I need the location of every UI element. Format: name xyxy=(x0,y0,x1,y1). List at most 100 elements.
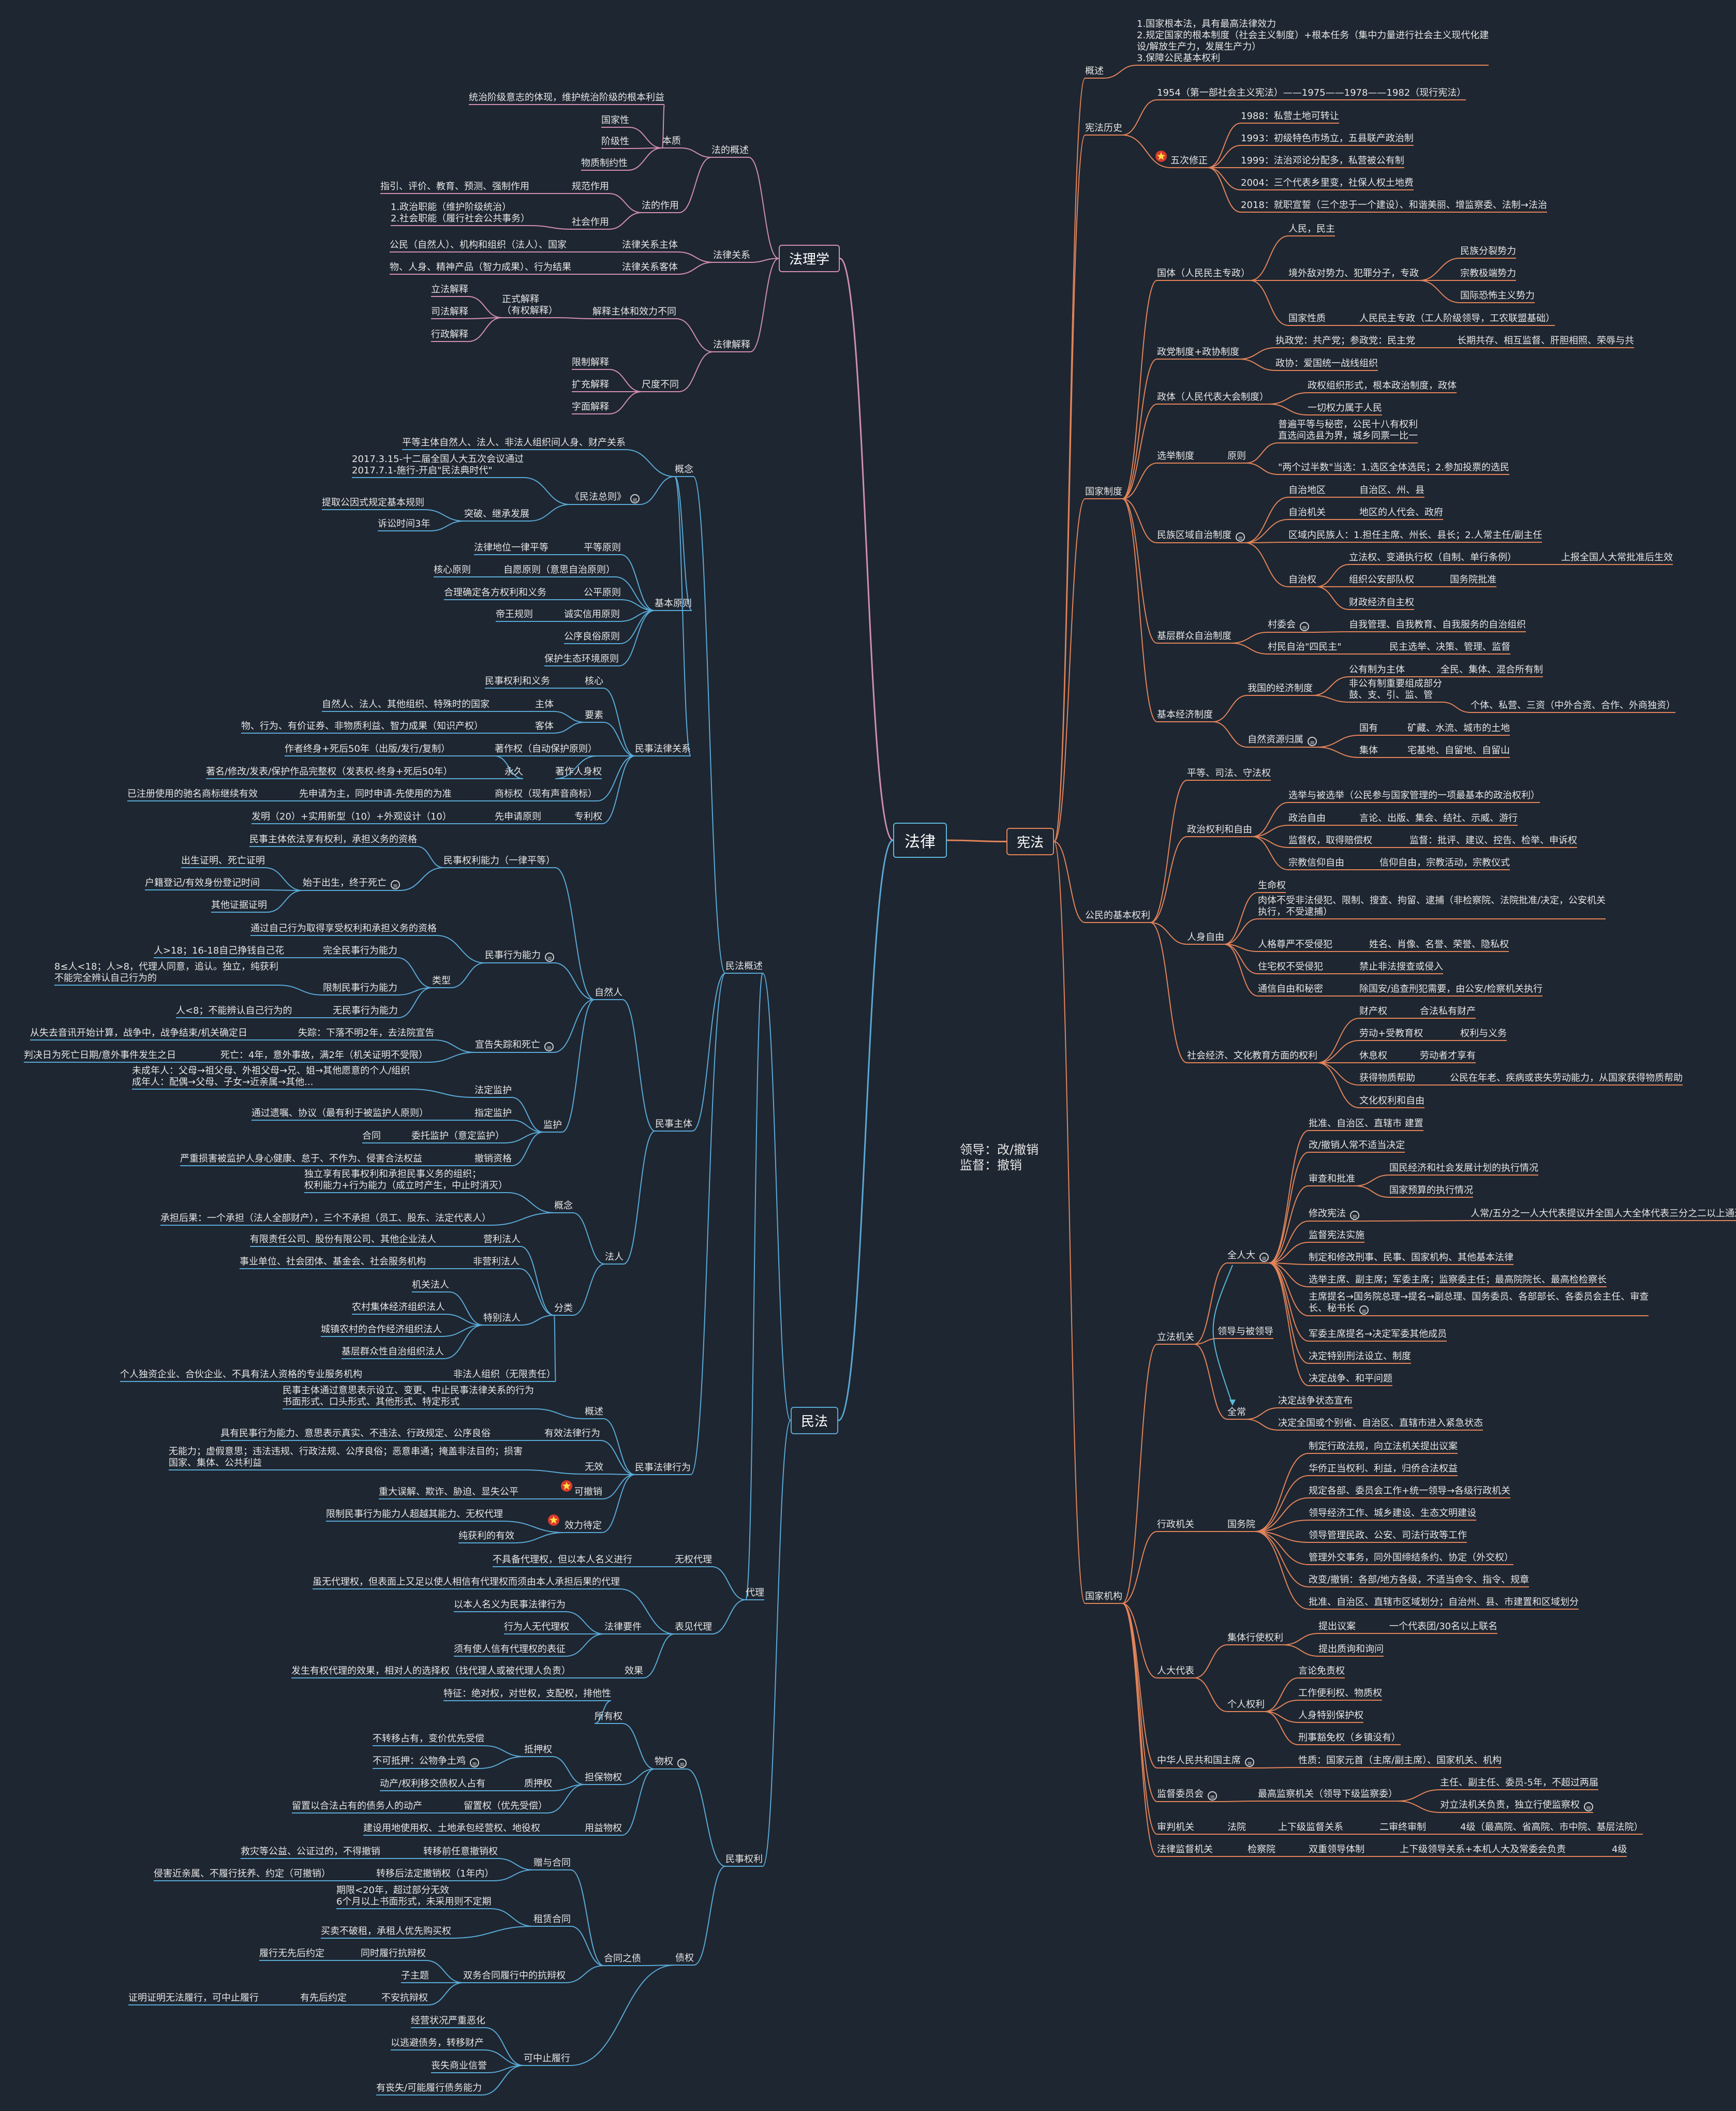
mindmap-node[interactable]: 同时履行抗辩权 xyxy=(361,1948,426,1959)
mindmap-node[interactable]: 1999：法治邓论分配多，私营被公有制 xyxy=(1241,155,1404,166)
mindmap-node[interactable]: 专利权 xyxy=(574,811,602,822)
mindmap-node[interactable]: 买卖不破租，承租人优先购买权 xyxy=(321,1926,451,1937)
mindmap-node[interactable]: 主席提名→国务院总理→提名→副总理、国务委员、各部部长、各委员会主任、审查 长、… xyxy=(1309,1291,1649,1315)
mindmap-node[interactable]: 1988：私营土地可转让 xyxy=(1241,111,1339,122)
mindmap-node[interactable]: 上报全国人大常批准后生效 xyxy=(1561,552,1673,563)
info-icon[interactable]: ≡ xyxy=(630,494,640,503)
mindmap-node[interactable]: 政权组织形式，根本政治制度，政体 xyxy=(1308,380,1457,391)
mindmap-node[interactable]: 概述 xyxy=(1085,66,1104,77)
mindmap-node[interactable]: 公平原则 xyxy=(584,587,621,598)
mindmap-node[interactable]: 上下级领导关系+本机人大及常委会负责 xyxy=(1400,1844,1566,1855)
mindmap-node[interactable]: 著名/修改/发表/保护作品完整权（发表权-终身+死后50年） xyxy=(206,766,453,777)
mindmap-node[interactable]: 性质：国家元首（主席/副主席）、国家机关、机构 xyxy=(1298,1755,1502,1766)
mindmap-node[interactable]: 主体 xyxy=(535,699,554,710)
mindmap-node[interactable]: 改/撤销人常不适当决定 xyxy=(1309,1140,1405,1151)
mindmap-node[interactable]: 一个代表团/30名以上联名 xyxy=(1389,1621,1497,1632)
mindmap-node[interactable]: 本质 xyxy=(662,136,681,146)
mindmap-node[interactable]: 双重领导体制 xyxy=(1309,1844,1364,1855)
mindmap-node[interactable]: 物权≡ xyxy=(655,1756,687,1768)
mindmap-node[interactable]: 类型 xyxy=(432,975,451,986)
mindmap-node[interactable]: 法定监护 xyxy=(474,1085,512,1096)
mindmap-node[interactable]: 自然资源归属≡ xyxy=(1248,734,1317,746)
mindmap-node[interactable]: 自治区、州、县 xyxy=(1359,485,1425,496)
mindmap-node[interactable]: 社会经济、文化教育方面的权利 xyxy=(1187,1050,1317,1061)
mindmap-node[interactable]: 转移后法定撤销权（1年内） xyxy=(376,1868,494,1879)
mindmap-node[interactable]: 合同 xyxy=(362,1131,381,1141)
mindmap-node[interactable]: 事业单位、社会团体、基金会、社会服务机构 xyxy=(240,1256,426,1267)
info-icon[interactable]: ≡ xyxy=(1208,1791,1217,1801)
mindmap-node[interactable]: 物、行为、有价证券、非物质利益、智力成果（知识产权） xyxy=(241,721,483,732)
mindmap-node[interactable]: 失踪：下落不明2年，去法院宣告 xyxy=(298,1028,435,1038)
mindmap-node[interactable]: 限制解释 xyxy=(572,357,609,368)
mindmap-node[interactable]: 休息权 xyxy=(1359,1050,1387,1061)
mindmap-node[interactable]: 不转移占有，变价优先受偿 xyxy=(373,1733,484,1744)
info-icon[interactable]: ≡ xyxy=(1350,1211,1359,1220)
mindmap-node[interactable]: 管理外交事务，同外国缔结条约、协定（外交权） xyxy=(1309,1552,1514,1563)
mindmap-node[interactable]: 营利法人 xyxy=(483,1234,521,1245)
mindmap-node[interactable]: 核心 xyxy=(585,676,603,687)
mindmap-node[interactable]: 阶级性 xyxy=(601,136,629,147)
mindmap-node[interactable]: 赠与合同 xyxy=(533,1857,571,1868)
mindmap-node[interactable]: 全人大≡ xyxy=(1227,1250,1269,1262)
info-icon[interactable]: ≡ xyxy=(1300,622,1309,631)
mindmap-node[interactable]: 人>18；16-18自己挣钱自己花 xyxy=(154,945,285,956)
mindmap-node[interactable]: 指引、评价、教育、预测、强制作用 xyxy=(380,181,529,192)
mindmap-node[interactable]: 民事权利和义务 xyxy=(485,676,550,687)
mindmap-node[interactable]: 自治权 xyxy=(1288,574,1316,585)
mindmap-node[interactable]: 1.政治职能（维护阶级统治） 2.社会职能（履行社会公共事务） xyxy=(391,202,530,224)
mindmap-node[interactable]: 发生有权代理的效果，相对人的选择权（找代理人或被代理人负责） xyxy=(291,1666,571,1676)
mindmap-node[interactable]: 1954（第一部社会主义宪法）——1975——1978——1982（现行宪法） xyxy=(1157,87,1466,98)
mindmap-node[interactable]: 五次修正 xyxy=(1170,155,1208,166)
mindmap-node[interactable]: 公有制为主体 xyxy=(1349,664,1405,675)
mindmap-node[interactable]: 宗教极端势力 xyxy=(1460,268,1516,279)
mindmap-node[interactable]: 一切权力属于人民 xyxy=(1308,403,1382,413)
mindmap-node[interactable]: 1993：初级特色市场立，五县联产政治制 xyxy=(1241,133,1414,144)
mindmap-node[interactable]: 法律关系 xyxy=(713,250,750,261)
mindmap-node[interactable]: 民族分裂势力 xyxy=(1460,246,1516,257)
mindmap-node[interactable]: 严重损害被监护人身心健康、怠于、不作为、侵害合法权益 xyxy=(180,1153,422,1164)
branch-jurisprudence[interactable]: 法理学 xyxy=(779,245,840,272)
mindmap-node[interactable]: 个人独资企业、合伙企业、不具有法人资格的专业服务机构 xyxy=(120,1369,362,1380)
mindmap-node[interactable]: 监督权，取得赔偿权 xyxy=(1288,835,1372,846)
mindmap-node[interactable]: 限制民事行为能力 xyxy=(323,983,397,993)
mindmap-node[interactable]: 无民事行为能力 xyxy=(333,1005,398,1016)
mindmap-node[interactable]: 信仰自由，宗教活动，宗教仪式 xyxy=(1379,857,1510,868)
mindmap-node[interactable]: 城镇农村的合作经济组织法人 xyxy=(321,1324,442,1335)
mindmap-node[interactable]: 通过遗嘱、协议（最有利于被监护人原则） xyxy=(251,1108,428,1119)
mindmap-node[interactable]: 正式解释 （有权解释） xyxy=(502,294,558,316)
mindmap-node[interactable]: 其他证据证明 xyxy=(211,900,267,911)
mindmap-node[interactable]: 扩充解释 xyxy=(572,379,609,390)
mindmap-node[interactable]: 转移前任意撤销权 xyxy=(423,1846,498,1857)
mindmap-node[interactable]: 财产权 xyxy=(1359,1006,1387,1017)
info-icon[interactable]: ≡ xyxy=(1584,1802,1593,1811)
mindmap-node[interactable]: 死亡：4年，意外事故，满2年（机关证明不受限） xyxy=(220,1050,428,1061)
mindmap-node[interactable]: 所有权 xyxy=(595,1711,622,1722)
mindmap-node[interactable]: 长期共存、相互监督、肝胆相照、荣辱与共 xyxy=(1457,335,1634,346)
mindmap-node[interactable]: 宣告失踪和死亡≡ xyxy=(475,1039,554,1051)
mindmap-node[interactable]: 代理 xyxy=(746,1587,764,1598)
mindmap-node[interactable]: 法的概述 xyxy=(711,145,749,156)
mindmap-node[interactable]: 姓名、肖像、名誉、荣誉、隐私权 xyxy=(1369,939,1509,950)
mindmap-node[interactable]: 客体 xyxy=(535,721,554,732)
mindmap-node[interactable]: 概念 xyxy=(675,464,693,475)
mindmap-node[interactable]: 人常/五分之一人大代表提议并全国人大全体代表三分之二以上通过 xyxy=(1471,1208,1736,1219)
mindmap-node[interactable]: 民事法律行为 xyxy=(635,1462,691,1473)
mindmap-node[interactable]: 民法概述 xyxy=(725,961,763,972)
mindmap-node[interactable]: 用益物权 xyxy=(585,1823,622,1834)
mindmap-node[interactable]: 获得物质帮助 xyxy=(1359,1073,1415,1083)
mindmap-node[interactable]: 2017.3.15-十二届全国人大五次会议通过 2017.7.1-施行-开启"民… xyxy=(352,454,524,476)
mindmap-node[interactable]: 制定和修改刑事、民事、国家机构、其他基本法律 xyxy=(1309,1252,1514,1263)
mindmap-node[interactable]: 修改宪法≡ xyxy=(1309,1208,1359,1220)
mindmap-node[interactable]: 出生证明、死亡证明 xyxy=(181,855,265,866)
mindmap-node[interactable]: 独立享有民事权利和承担民事义务的组织； 权利能力+行为能力（成立时产生，中止时消… xyxy=(304,1169,508,1191)
mindmap-node[interactable]: 人民，民主 xyxy=(1288,224,1335,234)
mindmap-node[interactable]: 已注册使用的驰名商标继续有效 xyxy=(127,789,258,799)
mindmap-node[interactable]: 地区的人代会、政府 xyxy=(1359,507,1443,518)
mindmap-node[interactable]: 建设用地使用权、土地承包经营权、地役权 xyxy=(363,1823,540,1834)
mindmap-node[interactable]: 解释主体和效力不同 xyxy=(592,306,676,317)
mindmap-node[interactable]: 公民（自然人）、机构和组织（法人）、国家 xyxy=(390,240,567,250)
mindmap-node[interactable]: 子主题 xyxy=(401,1970,429,1981)
mindmap-node[interactable]: 政治权利和自由 xyxy=(1187,824,1252,835)
mindmap-node[interactable]: 发明（20）+实用新型（10）+外观设计（10） xyxy=(251,811,452,822)
mindmap-node[interactable]: 永久 xyxy=(505,766,523,777)
